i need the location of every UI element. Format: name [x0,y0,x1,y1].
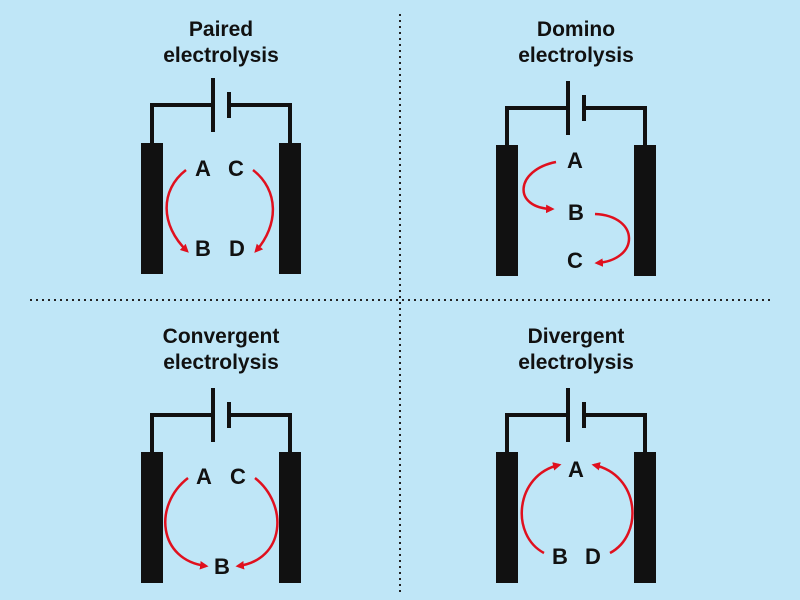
right-electrode [279,143,301,274]
species-label: C [228,156,244,181]
panel-title-line1: Divergent [528,325,625,348]
left-electrode [141,452,163,583]
battery-circuit [505,388,647,452]
reaction-arrow [165,169,189,253]
species-label: D [229,236,245,261]
reaction-arrow [522,160,557,214]
battery-circuit [505,81,647,145]
species-label: A [195,156,211,181]
reaction-arrow [164,477,209,570]
panel-paired: Paired electrolysis A C B D [141,18,301,274]
left-electrode [496,452,518,583]
left-electrode [496,145,518,276]
species-label: B [552,544,568,569]
reaction-arrow [252,169,275,253]
species-label: A [568,457,584,482]
panel-title-line1: Domino [537,18,615,41]
species-label: B [214,554,230,579]
reaction-arrow [235,477,279,570]
species-label: C [230,464,246,489]
panel-title-line1: Convergent [163,325,280,348]
battery-circuit [150,388,292,452]
species-label: B [568,200,584,225]
panel-title-line2: electrolysis [163,351,279,374]
panel-convergent: Convergent electrolysis A C B [141,325,301,583]
battery-circuit [150,78,292,143]
panel-divergent: Divergent electrolysis A B D [496,325,656,583]
panel-title-line2: electrolysis [163,44,279,67]
right-electrode [279,452,301,583]
reaction-arrow [520,462,562,555]
species-label: D [585,544,601,569]
right-electrode [634,145,656,276]
panel-title-line1: Paired [189,18,253,41]
species-label: C [567,248,583,273]
panel-title-line2: electrolysis [518,351,634,374]
panel-title-line2: electrolysis [518,44,634,67]
species-label: A [196,464,212,489]
species-label: A [567,148,583,173]
reaction-arrow [591,462,634,555]
species-label: B [195,236,211,261]
panel-domino: Domino electrolysis A B C [496,18,656,276]
right-electrode [634,452,656,583]
reaction-arrow [594,212,631,267]
left-electrode [141,143,163,274]
